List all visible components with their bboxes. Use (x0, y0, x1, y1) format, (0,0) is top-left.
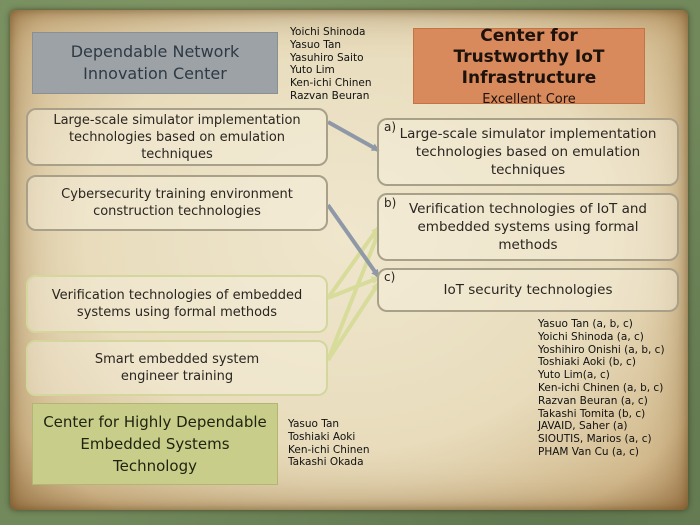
target-a-tag: a) (384, 120, 397, 134)
target-label: Large-scale simulator implementation tec… (399, 126, 657, 178)
member-name: PHAM Van Cu (a, c) (538, 445, 640, 458)
member-name: Yasuo Tan (288, 418, 340, 430)
member-name: Yasuo Tan (a, b, c) (538, 318, 633, 330)
member-name: Yoichi Shinoda (290, 26, 366, 38)
member-name: Toshiaki Aoki (b, c) (538, 356, 636, 369)
source-simulator-box: Large-scale simulator implementation tec… (26, 108, 328, 166)
source-cybersecurity-box: Cybersecurity training environment const… (26, 175, 328, 231)
member-name: Takashi Okada (288, 456, 364, 469)
chdest-member-list: Yasuo Tan Toshiaki Aoki Ken-ichi Chinen … (288, 418, 370, 469)
member-name: Yoichi Shinoda (a, c) (538, 330, 644, 343)
member-name: Yasuo Tan (290, 38, 342, 51)
target-c-tag: c) (384, 270, 396, 284)
member-name: JAVAID, Saher (a) (538, 420, 628, 433)
target-label: IoT security technologies (443, 282, 613, 298)
member-name: Toshiaki Aoki (288, 430, 356, 443)
ctii-title: Center for Trustworthy IoT Infrastructur… (453, 25, 605, 88)
source-formal-methods-box: Verification technologies of embedded sy… (26, 275, 328, 333)
source-training-box: Smart embedded system engineer training (26, 340, 328, 396)
ctii-subtitle: Excellent Core (482, 91, 576, 107)
source-label: Smart embedded system engineer training (94, 352, 260, 384)
member-name: Yuto Lim (290, 64, 335, 77)
ctii-header: Center for Trustworthy IoT Infrastructur… (413, 25, 645, 107)
target-label: Verification technologies of IoT and emb… (409, 201, 647, 253)
target-b-box: Verification technologies of IoT and emb… (377, 193, 679, 261)
member-name: Yoshihiro Onishi (a, b, c) (538, 343, 665, 356)
target-a-box: Large-scale simulator implementation tec… (377, 118, 679, 186)
target-b-tag: b) (384, 196, 397, 210)
target-c-box: IoT security technologies (377, 268, 679, 312)
member-name: SIOUTIS, Marios (a, c) (538, 433, 652, 446)
member-name: Razvan Beuran (290, 89, 370, 102)
chdest-header: Center for Highly Dependable Embedded Sy… (32, 403, 278, 485)
ctii-member-list: Yasuo Tan (a, b, c) Yoichi Shinoda (a, c… (538, 318, 665, 459)
member-name: Yuto Lim(a, c) (538, 369, 610, 382)
source-label: Cybersecurity training environment const… (61, 187, 293, 219)
source-label: Large-scale simulator implementation tec… (53, 112, 301, 162)
member-name: Razvan Beuran (a, c) (538, 394, 648, 407)
source-label: Verification technologies of embedded sy… (51, 288, 303, 320)
member-name: Ken-ichi Chinen (288, 443, 370, 456)
chdest-title: Center for Highly Dependable Embedded Sy… (43, 413, 267, 475)
member-name: Ken-ichi Chinen (a, b, c) (538, 381, 664, 394)
member-name: Ken-ichi Chinen (290, 77, 372, 90)
dnic-title: Dependable Network Innovation Center (70, 42, 240, 83)
member-name: Yasuhiro Saito (290, 51, 364, 64)
dnic-header: Dependable Network Innovation Center (32, 32, 278, 94)
member-name: Takashi Tomita (b, c) (538, 407, 646, 420)
dnic-member-list: Yoichi Shinoda Yasuo Tan Yasuhiro Saito … (290, 26, 372, 103)
